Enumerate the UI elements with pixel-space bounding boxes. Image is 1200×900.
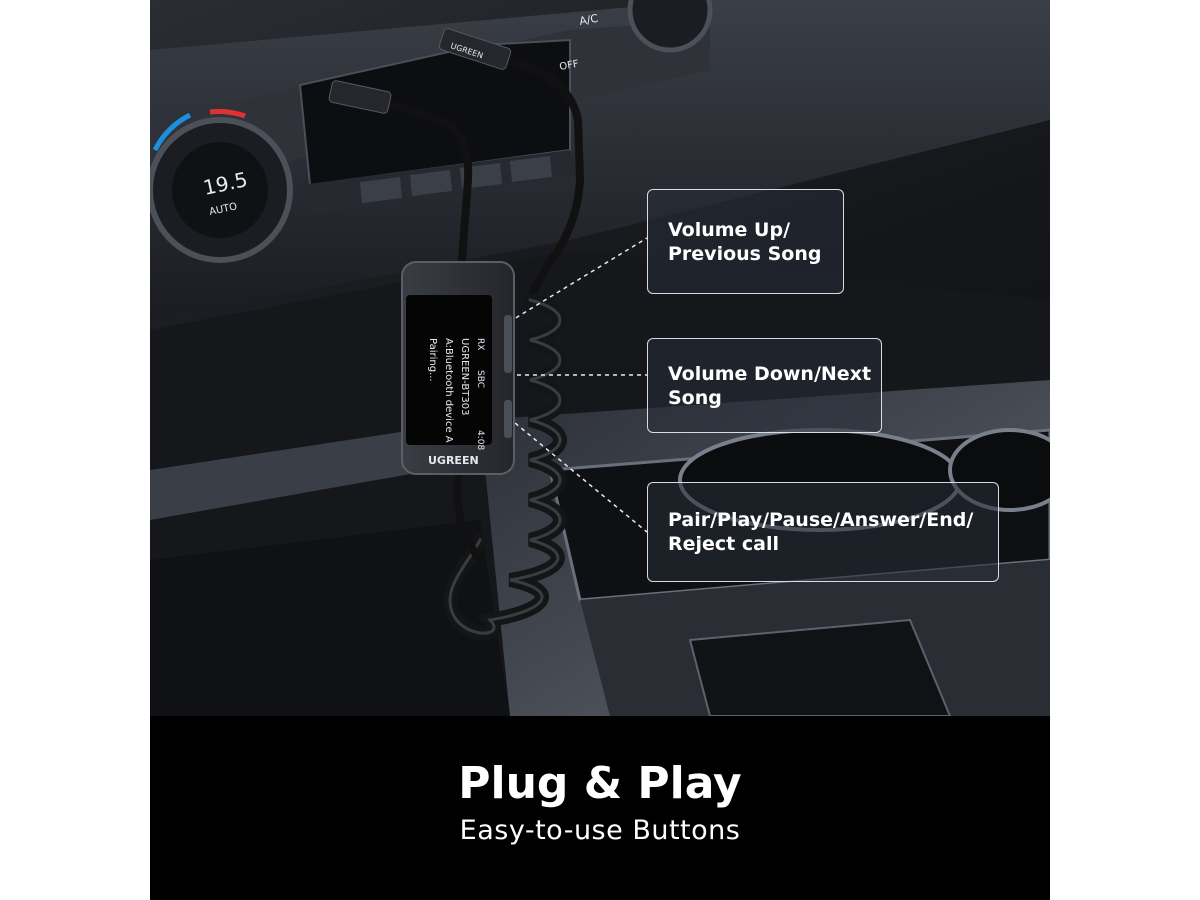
screen-status-time: 4:08	[475, 430, 485, 450]
screen-model: UGREEN-BT303	[459, 338, 470, 415]
callout-volume-down: Volume Down/Next Song	[647, 338, 882, 433]
product-image: 19.5 AUTO A/C OFF	[150, 0, 1050, 900]
callout-multifunction: Pair/Play/Pause/Answer/End/ Reject call	[647, 482, 999, 582]
callout-volume-up: Volume Up/ Previous Song	[647, 189, 844, 294]
caption-band: Plug & Play Easy-to-use Buttons	[150, 716, 1050, 900]
callout-volume-down-line-1: Volume Down/Next	[668, 362, 872, 385]
volume-button	[504, 315, 512, 373]
screen-status-rx: RX	[475, 338, 485, 350]
screen-device-name: A:Bluetooth device A	[443, 338, 454, 443]
subline: Easy-to-use Buttons	[459, 815, 741, 846]
dashboard-panel: 19.5 AUTO A/C OFF	[150, 0, 1050, 320]
callout-volume-up-line-1: Volume Up/	[668, 218, 791, 241]
off-label: OFF	[559, 59, 580, 73]
device-screen: RX SBC 4:08 UGREEN-BT303 A:Bluetooth dev…	[427, 338, 485, 450]
ac-label: A/C	[578, 12, 599, 28]
callout-volume-down-line-2: Song	[668, 386, 722, 409]
leader-lines	[508, 237, 648, 533]
car-interior-photo: 19.5 AUTO A/C OFF	[150, 0, 1050, 716]
screen-pairing: Pairing...	[427, 338, 438, 382]
callout-volume-up-line-2: Previous Song	[668, 242, 822, 265]
cables: UGREEN	[328, 28, 585, 641]
device-brand-logo: UGREEN	[428, 454, 479, 467]
multifunction-button	[504, 400, 512, 438]
car-scene-illustration: 19.5 AUTO A/C OFF	[150, 0, 1050, 716]
callout-multifunction-line-2: Reject call	[668, 533, 779, 555]
bluetooth-receiver-device: RX SBC 4:08 UGREEN-BT303 A:Bluetooth dev…	[401, 261, 515, 475]
headline: Plug & Play	[458, 758, 742, 809]
screen-status-codec: SBC	[475, 370, 485, 388]
callout-multifunction-line-1: Pair/Play/Pause/Answer/End/	[668, 509, 974, 531]
